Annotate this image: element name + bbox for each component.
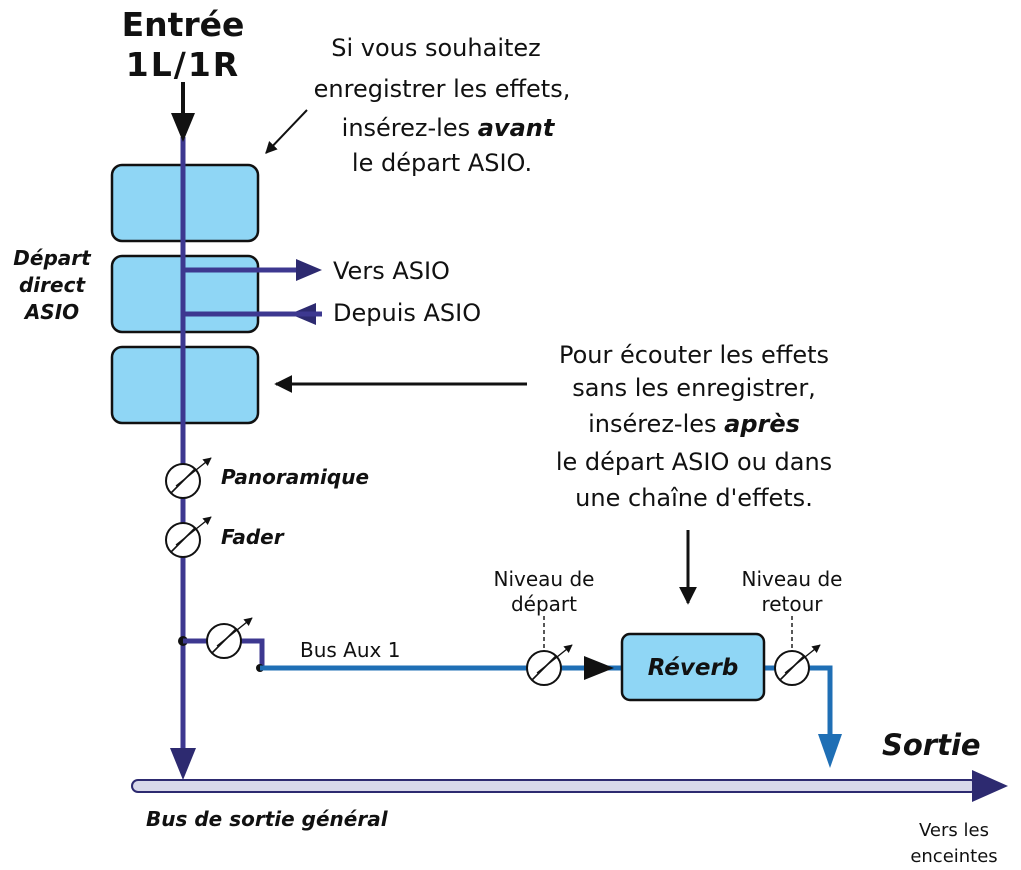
note-top-line4: le départ ASIO. (352, 149, 532, 177)
to-asio-label: Vers ASIO (333, 257, 450, 285)
note-top-line3: insérez-les avant (342, 114, 556, 142)
main-bus-label: Bus de sortie général (146, 807, 389, 831)
direct-send-line1: Départ (13, 246, 92, 270)
from-asio-label: Depuis ASIO (333, 299, 481, 327)
pan-potentiometer-icon (165, 457, 212, 499)
main-output-bus (131, 770, 1008, 802)
note-top-arrow-icon (265, 109, 308, 154)
note-right-line5: une chaîne d'effets. (575, 484, 813, 512)
return-level-potentiometer-icon (774, 616, 821, 686)
aux-send-potentiometer-icon (206, 617, 253, 659)
reverb-in-arrow-icon (584, 656, 614, 680)
speakers-line2: enceintes (910, 846, 997, 867)
aux-bus-label: Bus Aux 1 (300, 638, 400, 662)
direct-send-line2: direct (19, 273, 86, 297)
return-level-line2: retour (761, 592, 823, 616)
bus-arrowhead-icon (972, 770, 1008, 802)
note-right-line2: sans les enregistrer, (572, 374, 816, 402)
reverb-block (620, 632, 766, 702)
send-level-line1: Niveau de (494, 567, 595, 591)
send-level-line2: départ (511, 592, 577, 616)
note-right-line1: Pour écouter les effets (559, 341, 829, 369)
pan-label: Panoramique (221, 465, 369, 489)
note-top-line2: enregistrer les effets, (314, 75, 571, 103)
input-title-line1: Entrée (122, 5, 245, 44)
main-signal-path (180, 137, 300, 760)
aux-signal-path (260, 665, 833, 740)
reverb-label: Réverb (648, 655, 739, 681)
fader-label: Fader (221, 525, 285, 549)
fader-potentiometer-icon (165, 516, 212, 558)
speakers-line1: Vers les (919, 820, 989, 841)
output-down-arrow-icon (818, 734, 842, 768)
send-level-potentiometer-icon (526, 616, 573, 686)
to-bus-arrow-icon (170, 748, 196, 780)
note-right-line4: le départ ASIO ou dans (556, 448, 832, 476)
to-asio-arrow-icon (296, 259, 322, 281)
note-right-line3: insérez-les après (588, 410, 800, 438)
return-level-line1: Niveau de (742, 567, 843, 591)
note-top-line1: Si vous souhaitez (331, 34, 541, 62)
input-title-line2: 1L/1R (126, 45, 240, 84)
direct-send-line3: ASIO (23, 300, 79, 324)
output-label: Sortie (882, 728, 981, 762)
